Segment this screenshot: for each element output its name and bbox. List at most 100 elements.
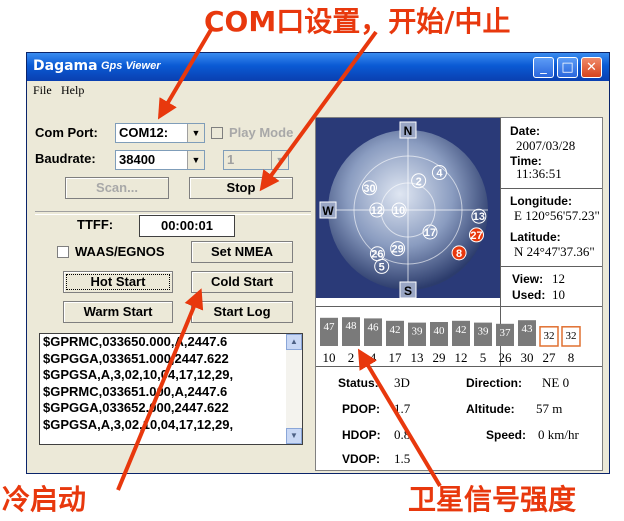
chevron-down-icon[interactable]: ▼ — [271, 151, 288, 169]
longitude-value: E 120°56'57.23" — [514, 208, 600, 223]
satellite-prn-label: 30 — [521, 350, 534, 365]
play-mode-checkbox[interactable] — [211, 127, 223, 139]
satellite-marker — [411, 173, 427, 189]
satellite-id: 10 — [393, 205, 405, 217]
menu-file[interactable]: File — [33, 83, 52, 97]
satellite-marker — [471, 208, 487, 224]
signal-bar — [364, 318, 382, 346]
hot-start-button[interactable]: Hot Start — [63, 271, 173, 293]
altitude-value: 57 m — [536, 401, 563, 416]
compass-s: S — [404, 284, 412, 298]
menu-help[interactable]: Help — [61, 83, 85, 97]
nmea-line: $GPGGA,033651.000,2447.622 — [43, 350, 229, 366]
latitude-value: N 24°47'37.36" — [514, 244, 595, 259]
used-label: Used: — [512, 288, 546, 302]
pdop-label: PDOP: — [342, 402, 381, 416]
satellite-id: 29 — [392, 244, 404, 256]
direction-value: NE 0 — [542, 375, 570, 390]
satellite-id: 4 — [436, 168, 443, 180]
speed-label: Speed: — [486, 428, 527, 442]
set-nmea-button[interactable]: Set NMEA — [191, 241, 293, 263]
status-value: 3D — [394, 375, 410, 390]
title-bar[interactable]: Dagama Gps Viewer _ □ ✕ — [27, 53, 609, 81]
cold-start-button[interactable]: Cold Start — [191, 271, 293, 293]
scroll-down-icon[interactable]: ▼ — [286, 428, 302, 444]
play-mode-label: Play Mode — [229, 125, 294, 140]
divider — [35, 211, 311, 215]
satellite-marker — [468, 227, 484, 243]
baudrate-select[interactable]: 38400 ▼ — [115, 150, 205, 170]
signal-bar — [496, 323, 514, 346]
waas-egnos-checkbox[interactable] — [57, 246, 69, 258]
chart-top-border — [316, 306, 602, 307]
com-port-select[interactable]: COM12: ▼ — [115, 123, 205, 143]
close-button[interactable]: ✕ — [581, 57, 602, 78]
signal-bar — [386, 320, 404, 346]
chevron-down-icon[interactable]: ▼ — [187, 151, 204, 169]
warm-start-button[interactable]: Warm Start — [63, 301, 173, 323]
pdop-value: 1.7 — [394, 401, 411, 416]
baudrate-label: Baudrate: — [35, 151, 96, 166]
play-index-value: 1 — [227, 152, 235, 167]
menu-bar: File Help — [27, 81, 609, 99]
satellite-marker — [369, 202, 385, 218]
satellite-marker — [374, 258, 390, 274]
satellite-id: 26 — [371, 249, 383, 261]
scroll-up-icon[interactable]: ▲ — [286, 334, 302, 350]
satellite-id: 30 — [363, 183, 375, 195]
signal-value-label: 37 — [500, 327, 512, 339]
info-divider — [500, 118, 501, 366]
signal-value-label: 39 — [478, 326, 490, 338]
used-value: 10 — [552, 287, 565, 302]
satellite-marker — [431, 165, 447, 181]
ttff-value: 00:00:01 — [139, 215, 235, 237]
stop-button[interactable]: Stop — [189, 177, 293, 199]
signal-bar — [474, 322, 492, 346]
satellite-prn-label: 10 — [323, 350, 336, 365]
signal-bar — [518, 320, 536, 346]
vertical-scrollbar[interactable]: ▲ ▼ — [286, 334, 302, 444]
signal-strength-chart: 4710482464421739134029421239537264330322… — [320, 317, 581, 365]
vdop-label: VDOP: — [342, 452, 381, 466]
scan-button[interactable]: Scan... — [65, 177, 169, 199]
longitude-label: Longitude: — [510, 194, 572, 208]
signal-bar — [452, 320, 470, 346]
nmea-line: $GPGSA,A,3,02,10,04,17,12,29, — [43, 416, 234, 432]
hdop-label: HDOP: — [342, 428, 381, 442]
view-value: 12 — [552, 271, 565, 286]
satellite-id: 13 — [473, 211, 485, 223]
satellite-prn-label: 5 — [480, 350, 487, 365]
satellite-marker — [391, 202, 407, 218]
date-label: Date: — [510, 124, 541, 138]
satellite-marker — [390, 241, 406, 257]
satellite-prn-label: 17 — [389, 350, 403, 365]
minimize-button[interactable]: _ — [533, 57, 554, 78]
signal-value-label: 39 — [412, 326, 424, 338]
start-log-button[interactable]: Start Log — [191, 301, 293, 323]
play-index-select[interactable]: 1 ▼ — [223, 150, 289, 170]
hdop-value: 0.8 — [394, 427, 411, 442]
satellite-id: 8 — [456, 248, 462, 260]
compass-n: N — [404, 124, 413, 138]
speed-value: 0 km/hr — [538, 427, 579, 442]
nmea-line: $GPGGA,033652.000,2447.622 — [43, 400, 229, 415]
gps-viewer-window: Dagama Gps Viewer _ □ ✕ File Help Com Po… — [26, 52, 610, 474]
signal-value-label: 42 — [456, 324, 467, 336]
vdop-value: 1.5 — [394, 451, 411, 466]
signal-bar — [342, 317, 360, 346]
chevron-down-icon[interactable]: ▼ — [187, 124, 204, 142]
nmea-line: $GPRMC,033651.000,A,2447.6 — [43, 383, 228, 399]
satellite-prn-label: 12 — [455, 350, 468, 365]
signal-value-label: 40 — [434, 325, 446, 337]
nmea-log-list[interactable]: $GPRMC,033650.000,A,2447.6 $GPGGA,033651… — [39, 333, 303, 445]
ttff-label: TTFF: — [77, 217, 114, 232]
waas-egnos-label: WAAS/EGNOS — [75, 244, 165, 259]
annotation-cold-start: 冷启动 — [2, 483, 87, 516]
signal-bar — [320, 317, 338, 346]
date-value: 2007/03/28 — [516, 138, 576, 153]
signal-bar — [408, 322, 426, 346]
maximize-button[interactable]: □ — [557, 57, 578, 78]
window-title: Dagama — [33, 58, 98, 74]
satellite-id: 2 — [416, 176, 422, 188]
